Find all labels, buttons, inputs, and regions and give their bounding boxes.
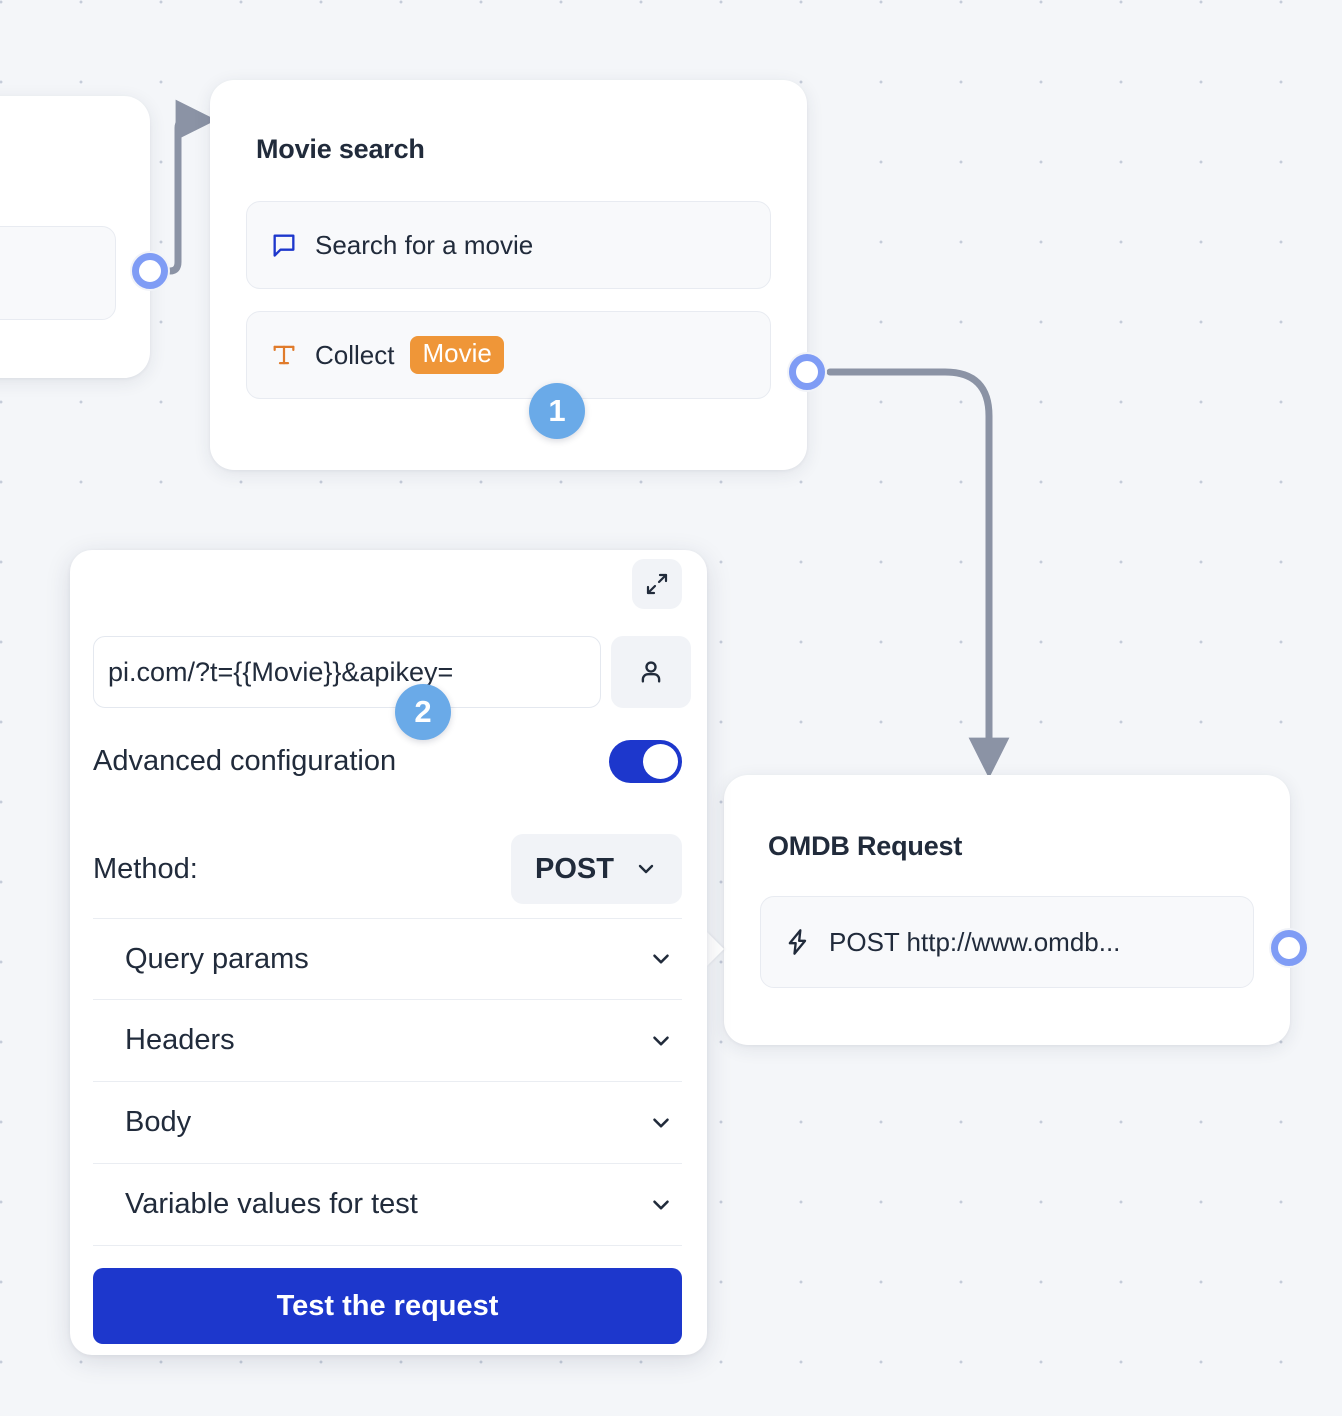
node-row-label: Collect (315, 339, 395, 370)
node-row-collect-movie[interactable]: Collect Movie (246, 311, 771, 399)
request-url-input[interactable] (93, 636, 601, 708)
advanced-configuration-toggle[interactable] (609, 740, 682, 783)
omdb-input-chevron-icon (707, 932, 724, 966)
method-select[interactable]: POST (511, 834, 682, 904)
accordion-label: Headers (125, 1024, 235, 1056)
previous-node-row[interactable] (0, 226, 116, 320)
step-badge-2: 2 (395, 684, 451, 740)
accordion-label: Body (125, 1106, 192, 1138)
accordion-label: Variable values for test (125, 1188, 418, 1220)
node-row-label: Search for a movie (315, 229, 534, 260)
test-the-request-button[interactable]: Test the request (93, 1268, 682, 1344)
variable-chip-movie[interactable]: Movie (410, 336, 504, 374)
movie-search-node[interactable]: Movie search Search for a movie (210, 80, 807, 470)
edge-movie-search-to-omdb (826, 368, 1010, 779)
method-row: Method: POST (93, 834, 682, 904)
user-icon (641, 661, 661, 683)
toggle-knob (643, 744, 678, 779)
port-omdb-output[interactable] (1269, 928, 1309, 968)
lightning-bolt-icon (783, 927, 813, 957)
chevron-down-icon (648, 1028, 674, 1054)
advanced-configuration-label: Advanced configuration (93, 745, 397, 777)
method-value: POST (535, 852, 614, 885)
advanced-configuration-row[interactable]: Advanced configuration (93, 740, 682, 783)
accordion-body[interactable]: Body (93, 1082, 682, 1164)
accordion-headers[interactable]: Headers (93, 1000, 682, 1082)
omdb-request-title: OMDB Request (768, 831, 963, 861)
accordion-query-params[interactable]: Query params (93, 918, 682, 1000)
request-config-dialog[interactable]: Advanced configuration Method: POST Quer… (70, 550, 707, 1355)
chevron-down-icon (634, 857, 658, 881)
node-row-label: POST http://www.omdb... (829, 926, 1121, 957)
omdb-request-node[interactable]: OMDB Request POST http://www.omdb... (707, 775, 1290, 1045)
method-label: Method: (93, 852, 198, 885)
accordion-variable-values-for-test[interactable]: Variable values for test (93, 1164, 682, 1246)
port-movie-search-output[interactable] (787, 352, 827, 392)
chevron-down-icon (648, 946, 674, 972)
chevron-down-icon (648, 1192, 674, 1218)
accordion-label: Query params (125, 942, 309, 975)
expand-dialog-button[interactable] (632, 559, 682, 609)
message-bubble-icon (269, 230, 299, 260)
select-user-button[interactable] (611, 636, 691, 708)
url-row[interactable] (93, 636, 691, 708)
movie-search-title: Movie search (256, 134, 425, 164)
edge-previous-to-movie-search (166, 99, 217, 275)
expand-diagonal-icon (646, 573, 668, 595)
accordion-list: Query params Headers Body (93, 918, 682, 1246)
text-type-icon (269, 340, 299, 370)
previous-node-card[interactable] (0, 96, 150, 378)
node-row-omdb-post[interactable]: POST http://www.omdb... (760, 896, 1254, 988)
port-previous-output[interactable] (130, 251, 170, 291)
step-badge-1: 1 (529, 383, 585, 439)
node-row-search-for-a-movie[interactable]: Search for a movie (246, 201, 771, 289)
chevron-down-icon (648, 1110, 674, 1136)
